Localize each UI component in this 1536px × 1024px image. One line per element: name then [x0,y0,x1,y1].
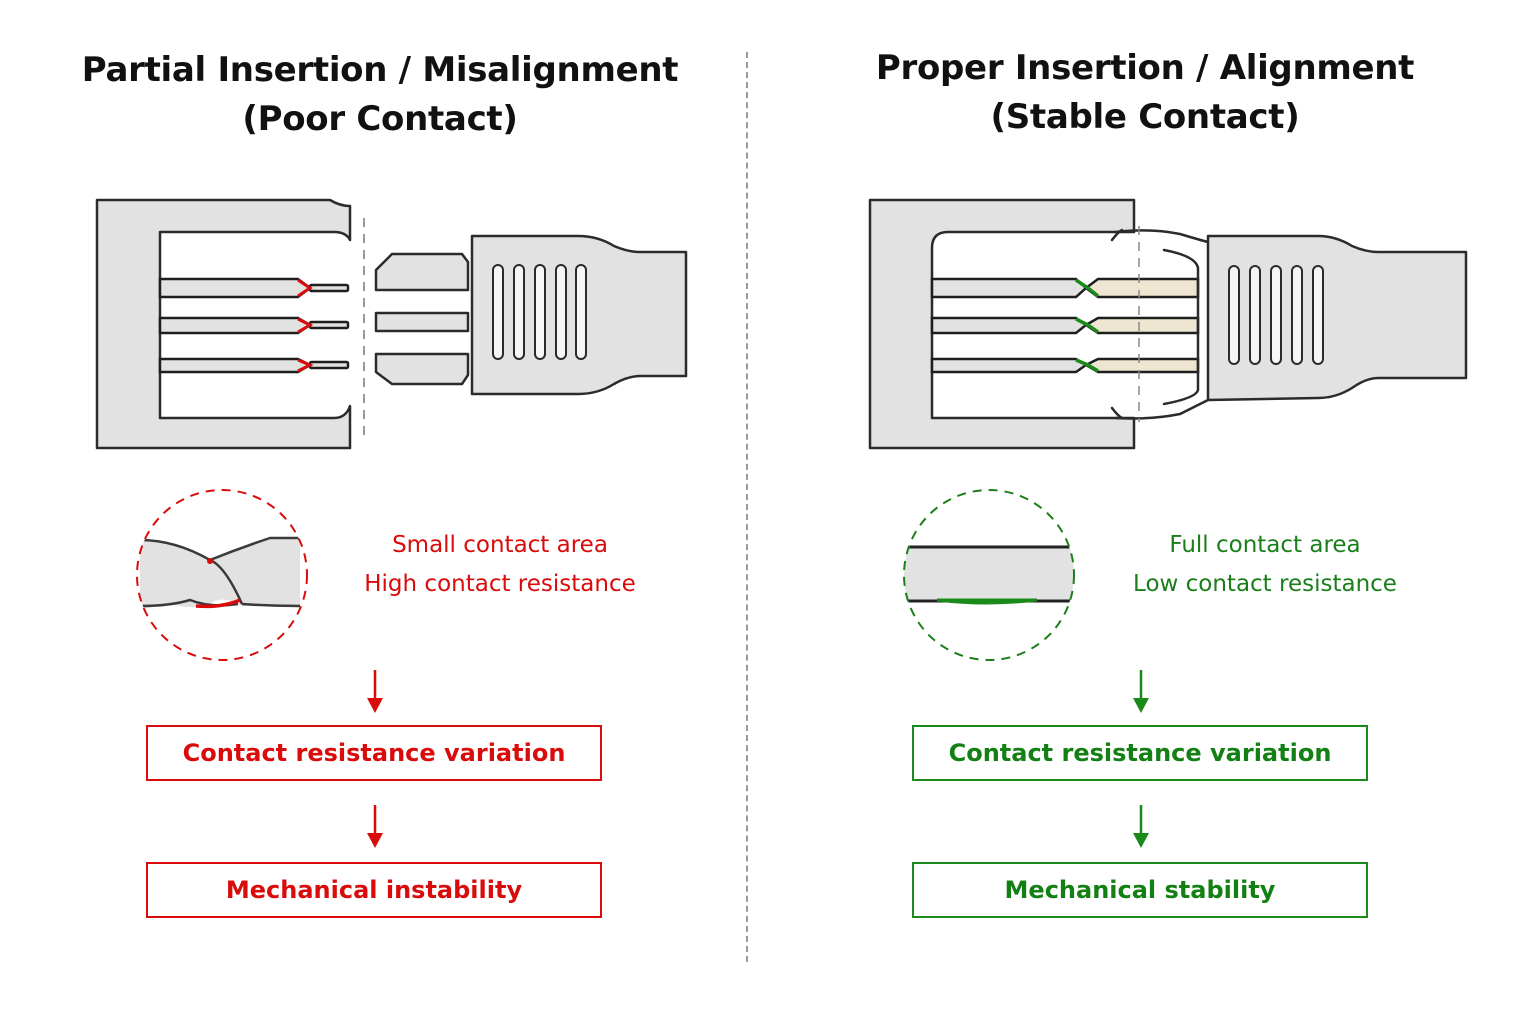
small-contact-area-text: Small contact area [392,532,608,558]
left-title-line2: (Poor Contact) [242,99,518,139]
right-result-text-2: Mechanical stability [1004,876,1276,904]
arrow-down-icon [367,805,383,848]
magnifier-outline [136,489,308,661]
left-panel-title: Partial Insertion / Misalignment (Poor C… [80,46,680,144]
left-result-box-2: Mechanical instability [146,862,602,918]
left-result-box-1: Contact resistance variation [146,725,602,781]
right-panel-title: Proper Insertion / Alignment (Stable Con… [845,44,1445,142]
right-title-line1: Proper Insertion / Alignment [875,48,1415,88]
right-result-box-1: Contact resistance variation [912,725,1368,781]
arrow-down-icon [1133,670,1149,713]
left-title-line1: Partial Insertion / Misalignment [81,50,679,90]
magnifier-outline [903,489,1075,661]
full-contact-area-text: Full contact area [1169,532,1361,558]
aligned-contact-surfaces [904,547,1074,601]
left-result-text-2: Mechanical instability [225,876,523,904]
plug-shroud [1110,228,1210,420]
good-contact-note: Full contact area Low contact resistance [1105,526,1425,604]
plug-body [1206,234,1468,402]
right-result-text-1: Contact resistance variation [948,739,1332,767]
mated-pins [930,277,1200,374]
right-title-line2: (Stable Contact) [990,97,1300,137]
arrow-down-icon [367,670,383,713]
low-resistance-text: Low contact resistance [1133,571,1397,597]
plug-grip-ridges [492,264,587,360]
poor-contact-note: Small contact area High contact resistan… [340,526,660,604]
good-contact-magnifier [903,489,1075,661]
plug-latch [374,252,470,386]
arrow-down-icon [1133,805,1149,848]
misaligned-connector-illustration [95,198,688,450]
right-result-box-2: Mechanical stability [912,862,1368,918]
panel-divider [746,52,748,962]
left-result-text-1: Contact resistance variation [182,739,566,767]
full-contact-area [936,598,1038,605]
plug-grip-ridges [1228,265,1324,365]
small-contact-spot [195,598,241,609]
receptacle-housing [95,198,352,450]
high-resistance-text: High contact resistance [364,571,636,597]
poor-contact-magnifier [136,489,308,661]
receptacle-pins [158,277,350,374]
misaligned-contact-surfaces [140,538,300,608]
aligned-connector-illustration [868,198,1468,450]
good-contact-points [1075,278,1100,373]
poor-contact-points [297,278,314,373]
